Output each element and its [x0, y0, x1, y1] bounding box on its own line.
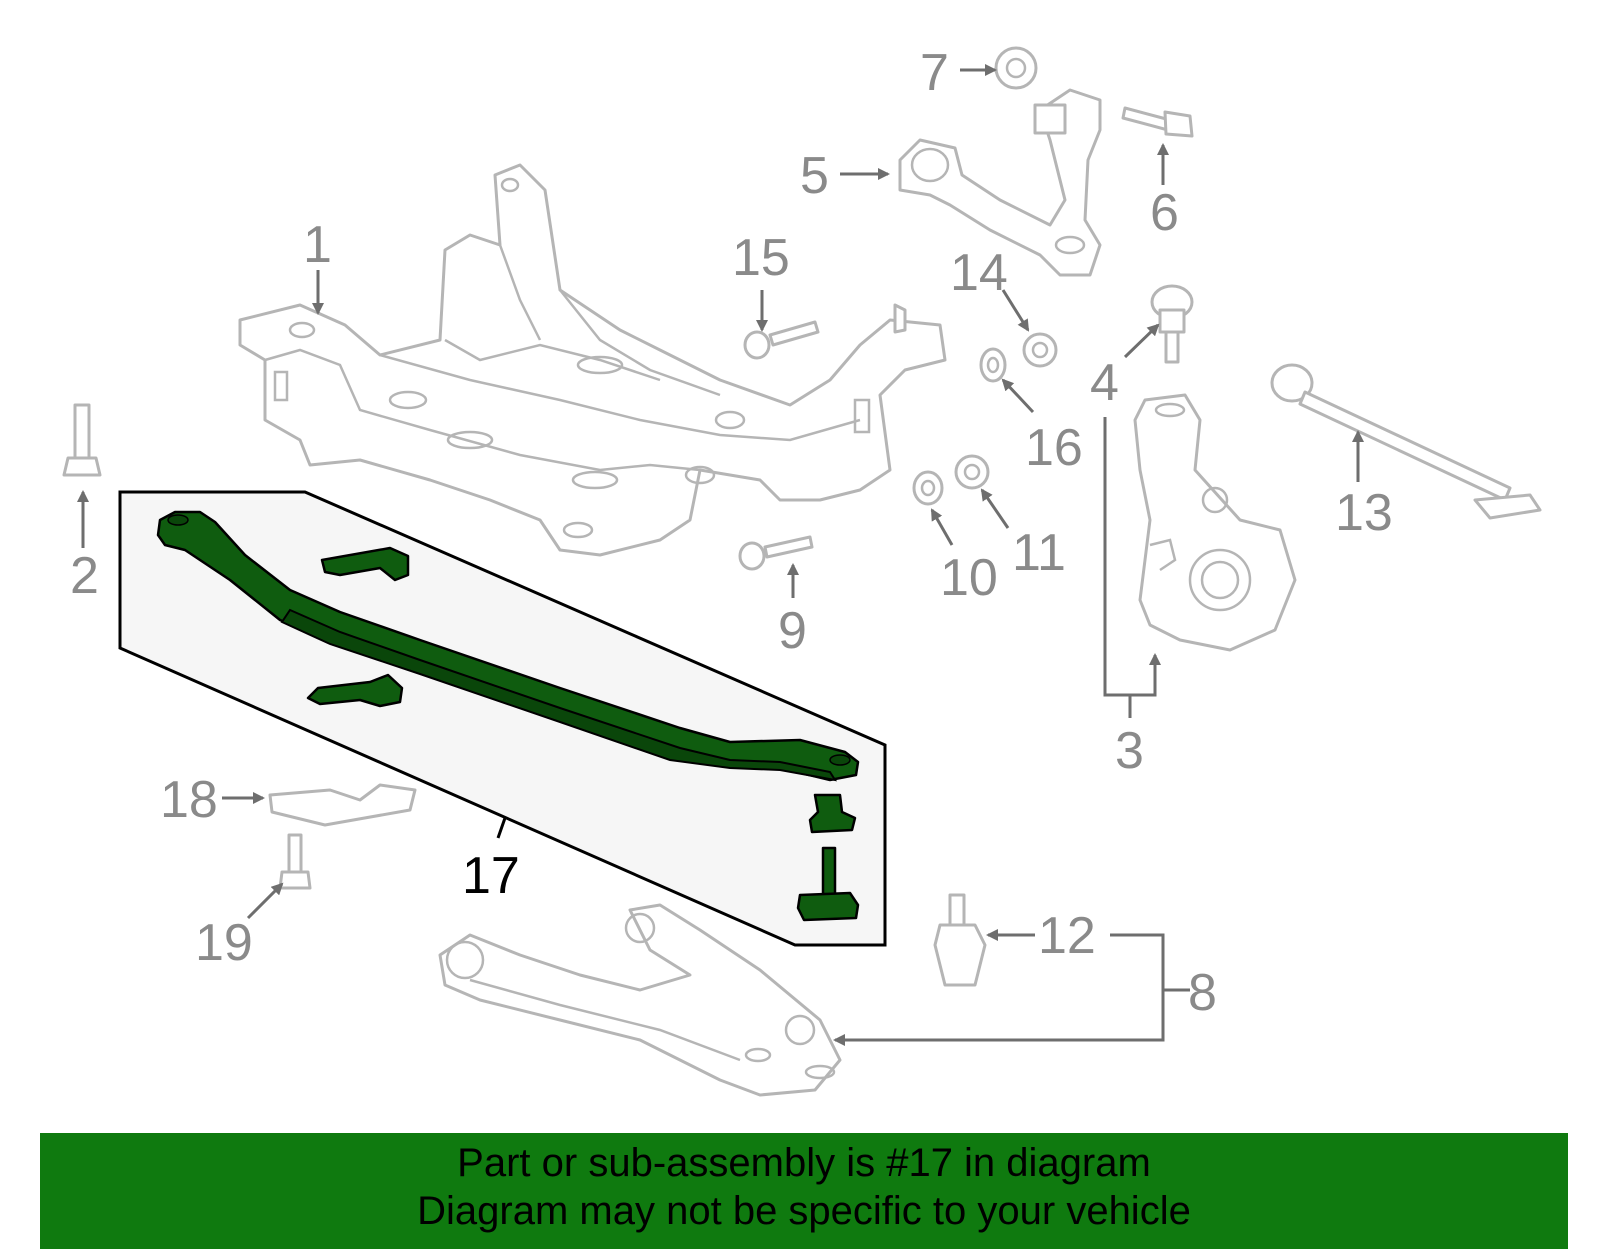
callout-6: 6	[1150, 184, 1179, 242]
bracket-part-18	[268, 783, 417, 827]
callout-8: 8	[1188, 964, 1217, 1022]
banner-line-2: Diagram may not be specific to your vehi…	[417, 1189, 1191, 1233]
callout-10: 10	[940, 549, 998, 607]
callout-17: 17	[462, 847, 520, 905]
callout-5: 5	[800, 147, 829, 205]
callout-18: 18	[160, 771, 218, 829]
nut-part-11	[954, 454, 990, 490]
leader-lines	[77, 64, 1364, 1046]
lower-ball-joint-part-12	[933, 893, 987, 987]
callout-7: 7	[920, 44, 949, 102]
subframe-part-1	[238, 163, 947, 557]
steering-knuckle-part-3	[1133, 393, 1297, 652]
callout-19: 19	[195, 914, 253, 972]
callout-13: 13	[1335, 484, 1393, 542]
link-part-13	[1270, 363, 1542, 520]
callout-4: 4	[1090, 354, 1119, 412]
ball-joint-part-4	[1150, 284, 1194, 364]
bolt-part-6	[1121, 106, 1194, 138]
callout-3: 3	[1115, 722, 1144, 780]
banner-line-1: Part or sub-assembly is #17 in diagram	[457, 1141, 1151, 1185]
washer-part-16	[979, 347, 1007, 383]
callout-15: 15	[732, 229, 790, 287]
callout-16: 16	[1025, 419, 1083, 477]
cam-bolt-part-15	[743, 320, 820, 360]
bolt-part-19	[278, 833, 312, 890]
callout-12: 12	[1038, 907, 1096, 965]
upper-control-arm-part-5	[898, 88, 1102, 277]
bolt-part-2	[62, 403, 102, 477]
callout-11: 11	[1012, 524, 1066, 582]
callout-9: 9	[778, 602, 807, 660]
info-banner: Part or sub-assembly is #17 in diagram D…	[40, 1133, 1568, 1249]
washer-part-10	[912, 470, 944, 506]
callout-14: 14	[950, 244, 1008, 302]
nut-part-14	[1022, 332, 1058, 368]
highlight-box-part-17	[118, 490, 887, 947]
callout-1: 1	[303, 216, 332, 274]
cam-bolt-part-9	[738, 535, 814, 571]
callout-labels: 1 2 3 4 5 6 7 8 9 10 11 12 13 14 15 16 1…	[70, 44, 1393, 1022]
lower-control-arm-part-8	[438, 903, 842, 1097]
nut-part-7	[994, 46, 1038, 90]
callout-2: 2	[70, 547, 99, 605]
